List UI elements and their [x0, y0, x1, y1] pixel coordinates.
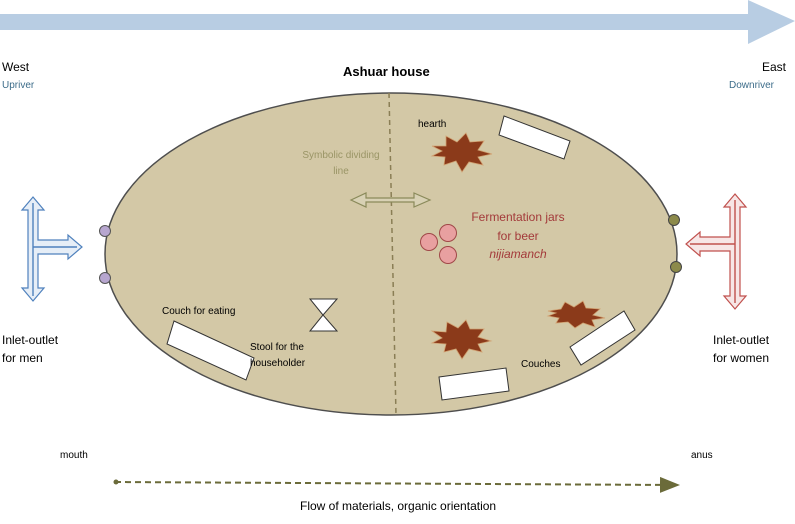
women-door-dot: [670, 261, 682, 273]
couch-hearth: [498, 115, 571, 160]
hearth-star-icon: [430, 132, 493, 173]
fermentation-label-line3: nijiamanch: [489, 247, 547, 261]
dividing-line-label-line2: line: [333, 165, 349, 177]
men-door-dot: [99, 225, 111, 237]
fermentation-jars-label: Fermentation jars for beer nijiamanch: [459, 210, 577, 262]
hearth-star-icon: [546, 300, 606, 329]
men-door-dot: [99, 272, 111, 284]
couch-bottom: [438, 367, 510, 401]
men-inlet-label: Inlet-outlet for men: [2, 333, 58, 366]
women-door-dot: [668, 214, 680, 226]
men-inlet-label-line2: for men: [2, 351, 43, 365]
women-inlet-label-line1: Inlet-outlet: [713, 333, 770, 347]
stool-label: Stool for the householder: [250, 342, 305, 370]
dividing-line-label: Symbolic dividing line: [286, 150, 396, 178]
jar-icon: [420, 233, 438, 251]
couch-right: [569, 310, 636, 366]
stool-label-line1: Stool for the: [250, 342, 304, 353]
fermentation-label-line2: for beer: [497, 229, 539, 243]
couch-eating: [166, 320, 255, 381]
fermentation-label-line1: Fermentation jars: [471, 210, 565, 224]
women-inlet-label-line2: for women: [713, 351, 770, 365]
flow-label: Flow of materials, organic orientation: [300, 499, 497, 513]
dividing-line-label-line1: Symbolic dividing: [302, 150, 380, 161]
women-inlet-arrow-icon: [685, 193, 748, 310]
stool-label-line2: householder: [250, 357, 306, 369]
diagram-title: Ashuar house: [343, 64, 430, 79]
jar-icon: [439, 224, 457, 242]
women-inlet-label: Inlet-outlet for women: [713, 333, 769, 366]
hearth-star-icon: [430, 319, 493, 360]
flow-arrow-tail: [113, 479, 119, 485]
upriver-label: Upriver: [2, 80, 35, 91]
west-label: West: [2, 60, 30, 74]
flow-arrow: [114, 476, 680, 493]
couch-eating-label: Couch for eating: [162, 306, 236, 317]
anus-label: anus: [691, 450, 713, 461]
stool-icon: [308, 298, 339, 332]
men-inlet-label-line1: Inlet-outlet: [2, 333, 59, 347]
hearth-label: hearth: [418, 119, 447, 130]
double-arrow: [349, 192, 432, 208]
east-label: East: [762, 60, 787, 74]
downriver-label: Downriver: [729, 80, 775, 91]
orientation-arrow: [0, 0, 795, 44]
house-ellipse: [104, 92, 678, 416]
couches-label: Couches: [521, 359, 561, 370]
men-inlet-arrow-icon: [20, 196, 83, 302]
jar-icon: [439, 246, 457, 264]
mouth-label: mouth: [60, 450, 88, 461]
